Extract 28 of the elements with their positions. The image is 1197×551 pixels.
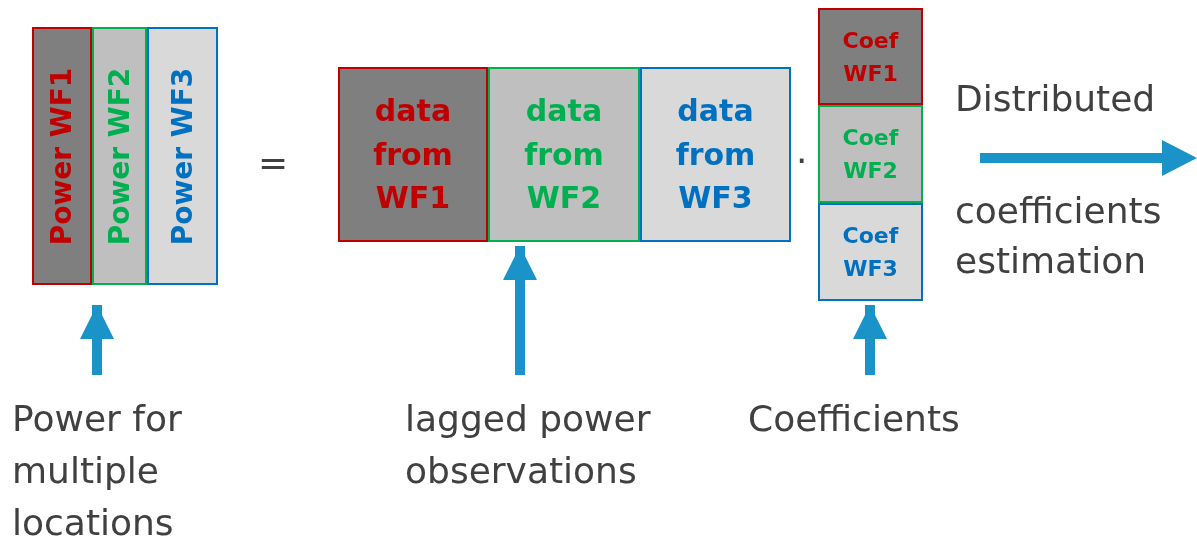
- matrix-cell: [818, 105, 923, 203]
- matrix-cell: [92, 27, 147, 285]
- operator-symbol: ·: [796, 139, 808, 183]
- cell-text: Power WF1: [45, 67, 79, 245]
- matrix-cell: [338, 67, 488, 242]
- cell-text: Power WF2: [103, 67, 136, 245]
- cell-text: data from WF2: [523, 92, 605, 218]
- cell-text: Coef WF1: [841, 26, 900, 88]
- matrix-cell: [640, 67, 791, 242]
- matrix-cell: [818, 8, 923, 105]
- cell-text: Coef WF2: [841, 124, 900, 185]
- caption-text: Power for multiple locations: [12, 375, 242, 551]
- matrix-cell: [32, 27, 92, 285]
- cell-text: Coef WF3: [841, 222, 900, 283]
- matrix-cell: [488, 67, 640, 242]
- annotation-text: Distributed: [955, 77, 1156, 121]
- arrow: [80, 305, 114, 375]
- matrix-cell: [818, 203, 923, 301]
- cell-text: Power WF3: [166, 67, 199, 245]
- caption-text: Coefficients: [748, 375, 998, 445]
- arrow: [503, 246, 537, 375]
- annotation-text: coefficients estimation: [955, 189, 1163, 284]
- caption-text: lagged power observations: [405, 375, 705, 505]
- cell-text: data from WF3: [674, 92, 757, 218]
- arrow: [853, 305, 887, 375]
- matrix-cell: [147, 27, 218, 285]
- cell-text: data from WF1: [372, 92, 454, 218]
- operator-symbol: =: [258, 141, 289, 185]
